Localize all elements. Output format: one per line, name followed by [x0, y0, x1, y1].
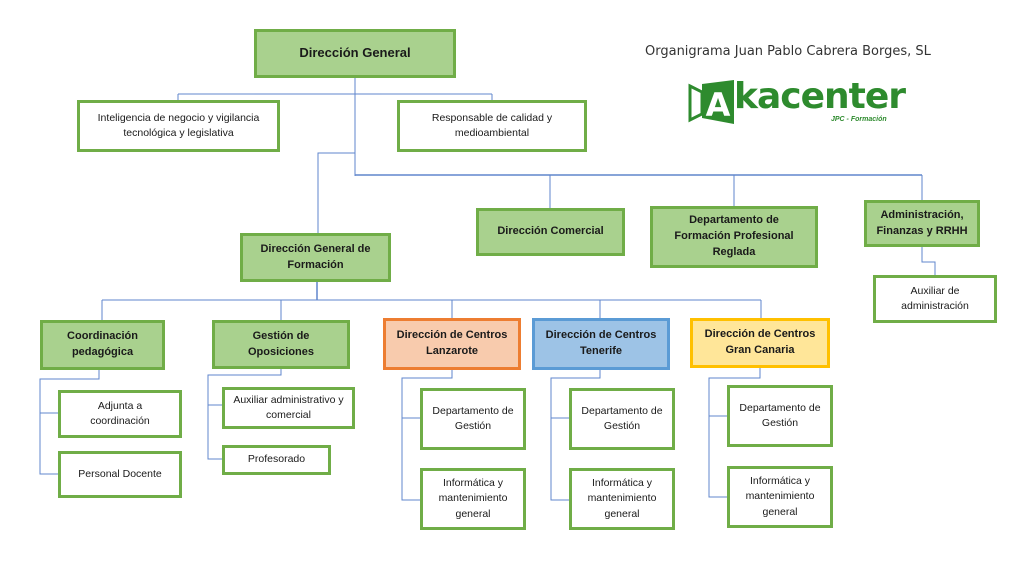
- node-direccion-comercial[interactable]: Dirección Comercial: [476, 208, 625, 256]
- node-administracion[interactable]: Administración, Finanzas y RRHH: [864, 200, 980, 247]
- node-centros-lanzarote[interactable]: Dirección de Centros Lanzarote: [383, 318, 521, 370]
- node-auxiliar-administrativo-comercial[interactable]: Auxiliar administrativo y comercial: [222, 387, 355, 429]
- connector-tenerife-children: [550, 370, 601, 501]
- logo-wordmark: kacenter: [734, 76, 906, 117]
- logo-subtitle: JPC - Formación: [831, 116, 887, 123]
- node-centros-gran-canaria[interactable]: Dirección de Centros Gran Canaria: [690, 318, 830, 368]
- node-personal-docente[interactable]: Personal Docente: [58, 451, 182, 498]
- node-lanzarote-departamento-gestion[interactable]: Departamento de Gestión: [420, 388, 526, 450]
- connector-dg-formacion: [317, 152, 355, 233]
- node-adjunta-coordinacion[interactable]: Adjunta a coordinación: [58, 390, 182, 438]
- node-direccion-general[interactable]: Dirección General: [254, 29, 456, 78]
- node-gc-informatica[interactable]: Informática y mantenimiento general: [727, 466, 833, 528]
- connector-gestion-children: [207, 369, 282, 460]
- logo-letter: A: [706, 86, 731, 124]
- node-fp-reglada[interactable]: Departamento de Formación Profesional Re…: [650, 206, 818, 268]
- node-lanzarote-informatica[interactable]: Informática y mantenimiento general: [420, 468, 526, 530]
- node-gc-departamento-gestion[interactable]: Departamento de Gestión: [727, 385, 833, 447]
- akacenter-logo-icon: A: [688, 80, 734, 124]
- node-direccion-general-formacion[interactable]: Dirección General de Formación: [240, 233, 391, 282]
- node-centros-tenerife[interactable]: Dirección de Centros Tenerife: [532, 318, 670, 370]
- node-inteligencia-negocio[interactable]: Inteligencia de negocio y vigilancia tec…: [77, 100, 280, 152]
- node-gestion-oposiciones[interactable]: Gestión de Oposiciones: [212, 320, 350, 369]
- connector-lanzarote-children: [401, 370, 453, 501]
- connector-gc-children: [708, 368, 761, 498]
- node-coordinacion-pedagogica[interactable]: Coordinación pedagógica: [40, 320, 165, 370]
- chart-title: Organigrama Juan Pablo Cabrera Borges, S…: [645, 44, 931, 59]
- connector-dg-calidad: [355, 93, 493, 100]
- connector-admin-aux: [921, 246, 936, 275]
- node-auxiliar-administracion[interactable]: Auxiliar de administración: [873, 275, 997, 323]
- connector-coord-children: [39, 370, 100, 475]
- connector-dg-inteligencia: [177, 93, 355, 100]
- node-tenerife-departamento-gestion[interactable]: Departamento de Gestión: [569, 388, 675, 450]
- company-logo: A kacenter JPC - Formación: [688, 76, 908, 128]
- node-profesorado[interactable]: Profesorado: [222, 445, 331, 475]
- node-tenerife-informatica[interactable]: Informática y mantenimiento general: [569, 468, 675, 530]
- node-responsable-calidad[interactable]: Responsable de calidad y medioambiental: [397, 100, 587, 152]
